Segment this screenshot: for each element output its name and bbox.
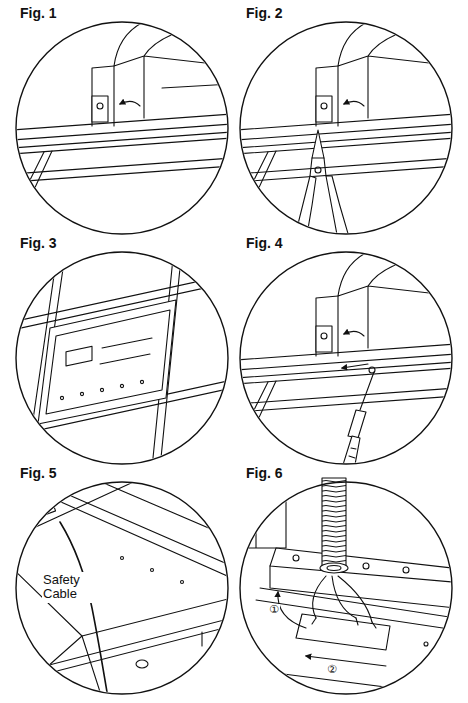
step-number: ② <box>326 664 338 676</box>
figure-label: Fig. 5 <box>20 466 57 481</box>
figure-5 <box>12 478 232 698</box>
figure-label: Fig. 4 <box>246 236 283 251</box>
figure-3 <box>12 248 232 468</box>
figure-label: Fig. 2 <box>246 6 283 21</box>
figure-label: Fig. 6 <box>246 466 283 481</box>
part-label: Safety Cable <box>42 572 92 603</box>
figure-4 <box>236 246 456 470</box>
figure-2 <box>236 16 456 240</box>
figure-1 <box>12 16 232 234</box>
step-number: ① <box>268 604 280 616</box>
figure-6 <box>236 478 456 703</box>
figure-label: Fig. 1 <box>20 6 57 21</box>
figure-label: Fig. 3 <box>20 236 57 251</box>
